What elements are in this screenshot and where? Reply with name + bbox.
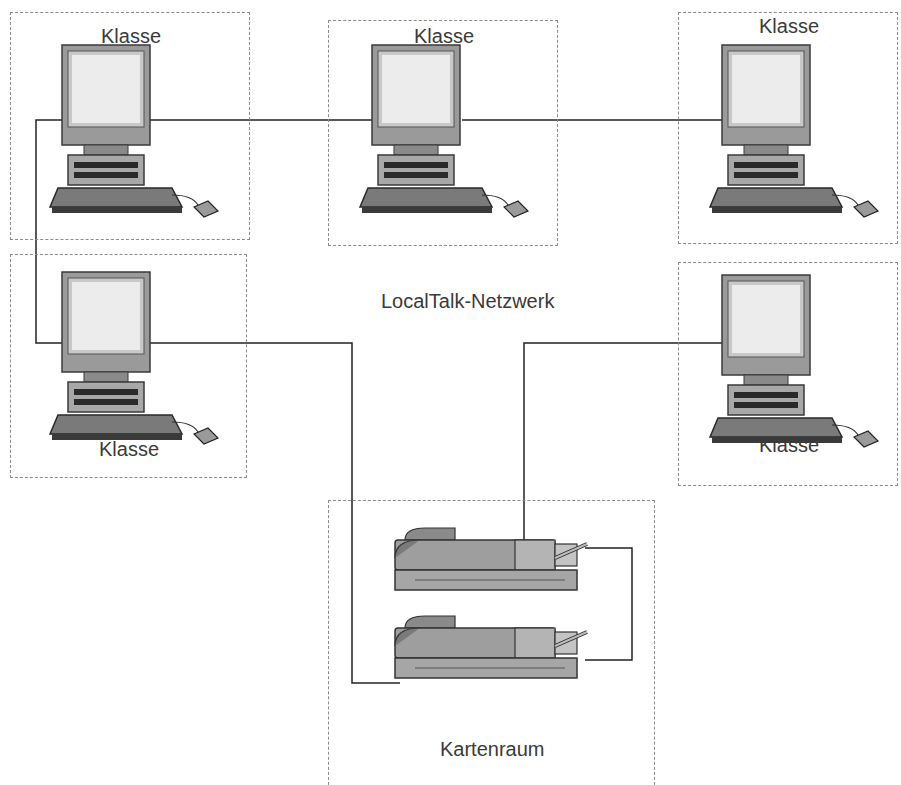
room-label: Klasse [101,25,161,48]
network-label: LocalTalk-Netzwerk [378,290,557,313]
room-region: Kartenraum [328,500,655,785]
room-region: Klasse [10,254,247,478]
room-region: Klasse [678,262,898,486]
network-cable [524,343,678,500]
network-cable [250,119,328,121]
room-label: Kartenraum [440,738,545,761]
room-region: Klasse [678,12,898,244]
room-label: Klasse [759,15,819,38]
room-region: Klasse [10,12,250,240]
network-cable [247,343,352,500]
room-label: Klasse [99,438,159,461]
network-cable [35,240,37,254]
room-label: Klasse [414,25,474,48]
room-label: Klasse [759,434,819,457]
room-region: Klasse [328,20,558,246]
network-cable [558,119,678,121]
